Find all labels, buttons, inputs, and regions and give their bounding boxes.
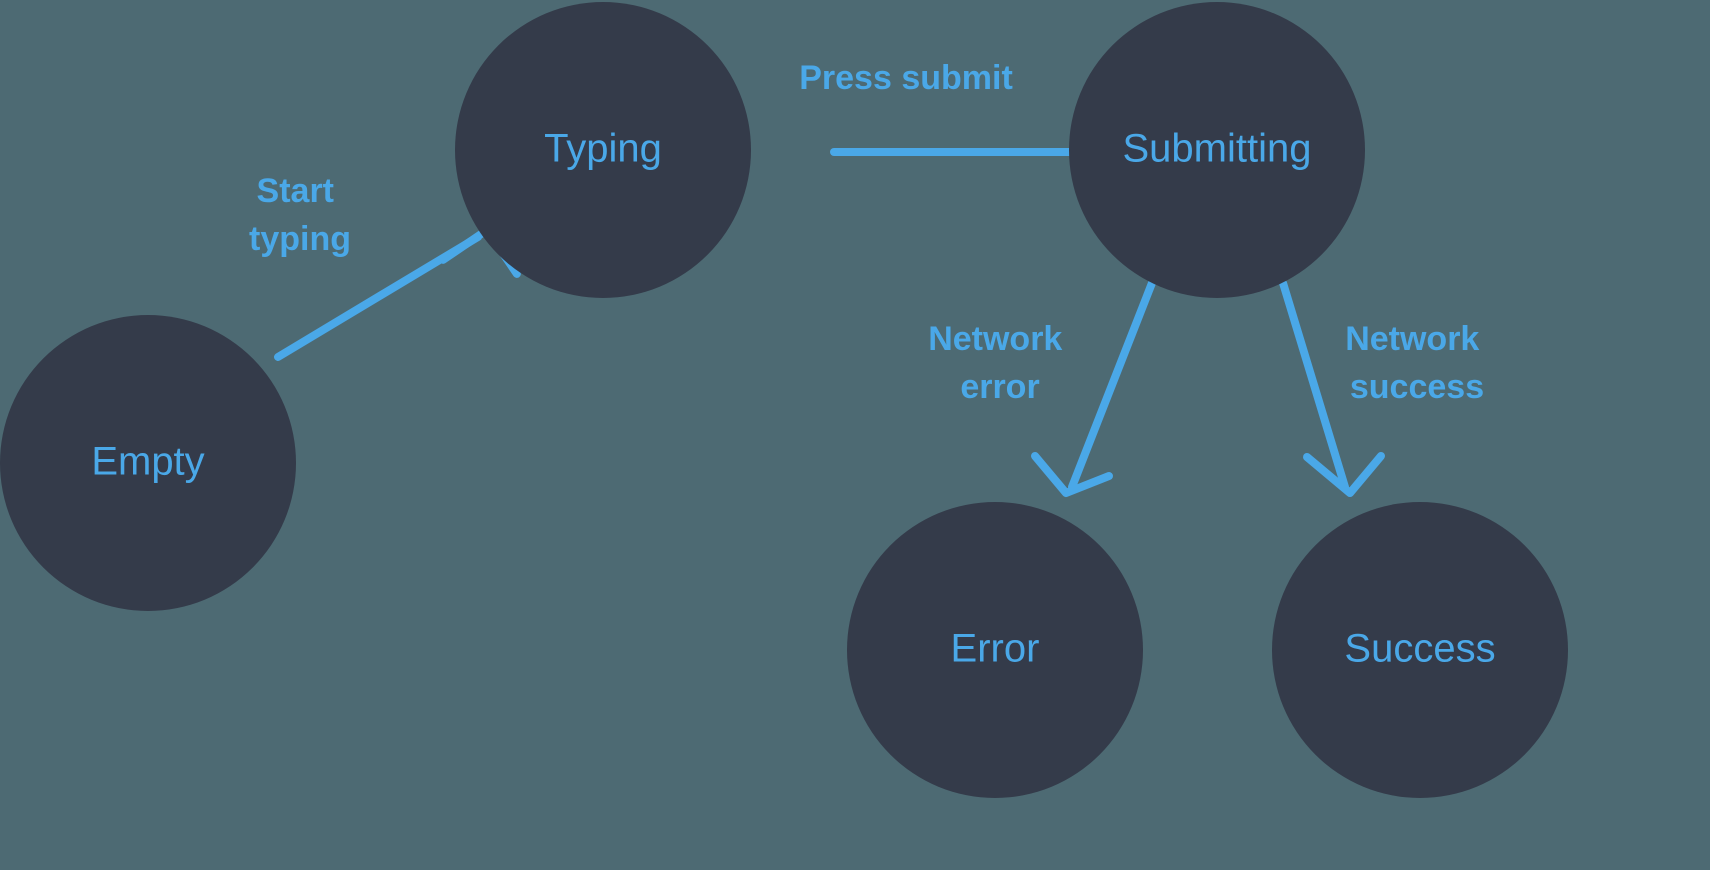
edge-label-line: Press submit	[799, 59, 1013, 97]
edge-label-network-error: Network error	[928, 320, 1072, 406]
edge-label-line: typing	[249, 220, 351, 258]
state-label-submitting: Submitting	[1123, 127, 1312, 171]
edge-line-network-success	[1279, 279, 1349, 491]
state-node-typing[interactable]: Typing	[455, 2, 751, 298]
state-node-empty[interactable]: Empty	[0, 315, 296, 611]
state-circle-submitting	[1069, 2, 1365, 298]
edge-label-line: Network	[1345, 320, 1479, 358]
state-label-empty: Empty	[91, 440, 204, 484]
edge-label-start-typing: Start typing	[249, 172, 351, 258]
state-node-success[interactable]: Success	[1272, 502, 1568, 798]
state-label-success: Success	[1344, 627, 1495, 671]
state-circle-typing	[455, 2, 751, 298]
state-circle-error	[847, 502, 1143, 798]
edge-line-network-error	[1068, 279, 1156, 491]
edge-label-line: success	[1350, 368, 1484, 406]
state-circle-success	[1272, 502, 1568, 798]
arrowhead-icon-network-error	[1031, 452, 1113, 497]
edge-label-line: Start	[257, 172, 334, 210]
state-node-submitting[interactable]: Submitting	[1069, 2, 1365, 298]
state-node-error[interactable]: Error	[847, 502, 1143, 798]
edge-label-line: error	[960, 368, 1039, 406]
transition-network-success[interactable]	[1279, 279, 1385, 497]
transition-network-error[interactable]	[1031, 279, 1156, 497]
edge-label-press-submit: Press submit	[799, 59, 1013, 97]
state-label-error: Error	[951, 627, 1040, 671]
edge-label-network-success: Network success	[1345, 320, 1489, 406]
state-label-typing: Typing	[544, 127, 662, 171]
edge-label-line: Network	[928, 320, 1062, 358]
arrowhead-icon-network-success	[1303, 452, 1385, 497]
state-circle-empty	[0, 315, 296, 611]
